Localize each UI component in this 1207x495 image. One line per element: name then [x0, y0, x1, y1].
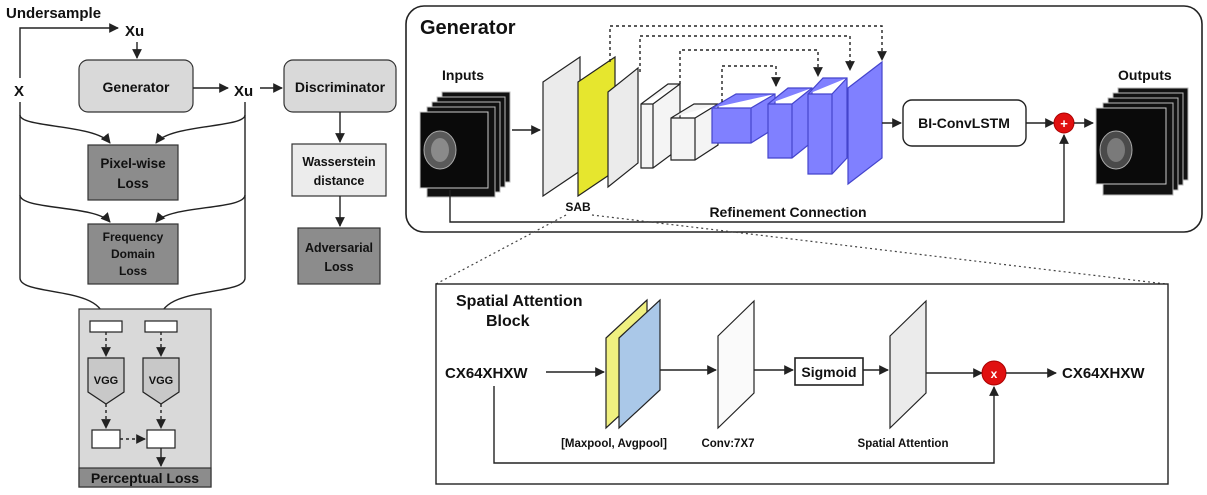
output-image-stack [1095, 87, 1189, 196]
wasserstein-box [291, 143, 387, 197]
freq-loss-line-3: Loss [119, 264, 147, 278]
skip-connection-4 [721, 65, 781, 102]
attention-slab [889, 299, 927, 430]
sigmoid-label: Sigmoid [801, 364, 856, 380]
pixel-loss-line-1: Pixel-wise [100, 156, 166, 171]
mult-operator-label: x [991, 367, 998, 381]
decoder-block-1 [767, 87, 813, 159]
sab-residual-path [493, 386, 999, 464]
sigmoid-box [794, 357, 864, 386]
freq-loss-line-2: Domain [111, 247, 155, 261]
bottleneck-block [711, 93, 776, 144]
decoder-layer-final [847, 60, 883, 186]
encoder-block-2 [670, 103, 719, 161]
skip-connection-3 [679, 49, 823, 84]
generator-box [78, 59, 194, 113]
conv-slab [717, 299, 755, 430]
avgpool-slab [618, 298, 661, 430]
encoder-block-1 [640, 83, 681, 169]
sab-panel [435, 283, 1169, 485]
sab-panel-title-1: Spatial Attention [456, 293, 583, 310]
feature-left [91, 429, 121, 449]
input-image-stack [419, 91, 511, 198]
pool-label: [Maxpool, Avgpool] [561, 438, 667, 450]
inputs-label: Inputs [442, 67, 484, 83]
biconvlstm-label: BI-ConvLSTM [918, 115, 1010, 131]
skip-connection-2 [639, 35, 855, 72]
undersample-label: Undersample [6, 5, 101, 22]
vgg-input-right [144, 320, 178, 333]
vgg-left-label: VGG [94, 375, 118, 387]
adversarial-line-1: Adversarial [305, 241, 373, 255]
freq-loss-box [87, 223, 179, 285]
outputs-label: Outputs [1118, 67, 1172, 83]
generator-box-label: Generator [103, 79, 170, 95]
sab-output-label: CX64XHXW [1062, 365, 1145, 382]
skip-connection-1 [609, 25, 887, 62]
wasserstein-line-2: distance [314, 174, 365, 188]
x-to-perceptual-curve [19, 195, 108, 319]
x-label: X [14, 83, 24, 100]
zoom-line-right [591, 214, 1167, 285]
generator-panel-title: Generator [420, 17, 516, 39]
adversarial-loss-box [297, 227, 381, 285]
sab-label: SAB [565, 200, 591, 214]
layer-1 [542, 55, 581, 198]
add-operator-label: + [1060, 116, 1068, 131]
attention-label: Spatial Attention [858, 438, 949, 450]
sab-panel-title-2: Block [486, 313, 530, 330]
xu-top-label: Xu [125, 23, 144, 40]
conv-label: Conv:7X7 [701, 438, 754, 450]
layer-3 [607, 66, 639, 189]
wasserstein-line-1: Wasserstein [302, 155, 375, 169]
pixel-loss-line-2: Loss [117, 176, 149, 191]
freq-loss-line-1: Frequency [103, 230, 164, 244]
adversarial-line-2: Loss [324, 260, 353, 274]
vgg-right-label: VGG [149, 375, 173, 387]
discriminator-box-label: Discriminator [295, 79, 386, 95]
vgg-block-right [142, 357, 180, 405]
xu-to-perceptual-curve [156, 195, 246, 319]
refinement-label: Refinement Connection [709, 204, 866, 220]
vgg-block-left [87, 357, 125, 405]
xu-mid-label: Xu [234, 83, 253, 100]
perceptual-label: Perceptual Loss [91, 470, 199, 486]
feature-right [146, 429, 176, 449]
refinement-connection [449, 134, 1069, 223]
undersample-arrow [19, 23, 119, 78]
decoder-block-2 [807, 77, 848, 175]
pixel-loss-box [87, 144, 179, 201]
sab-input-label: CX64XHXW [445, 365, 528, 382]
perceptual-label-bg [78, 467, 212, 488]
vgg-input-left [89, 320, 123, 333]
